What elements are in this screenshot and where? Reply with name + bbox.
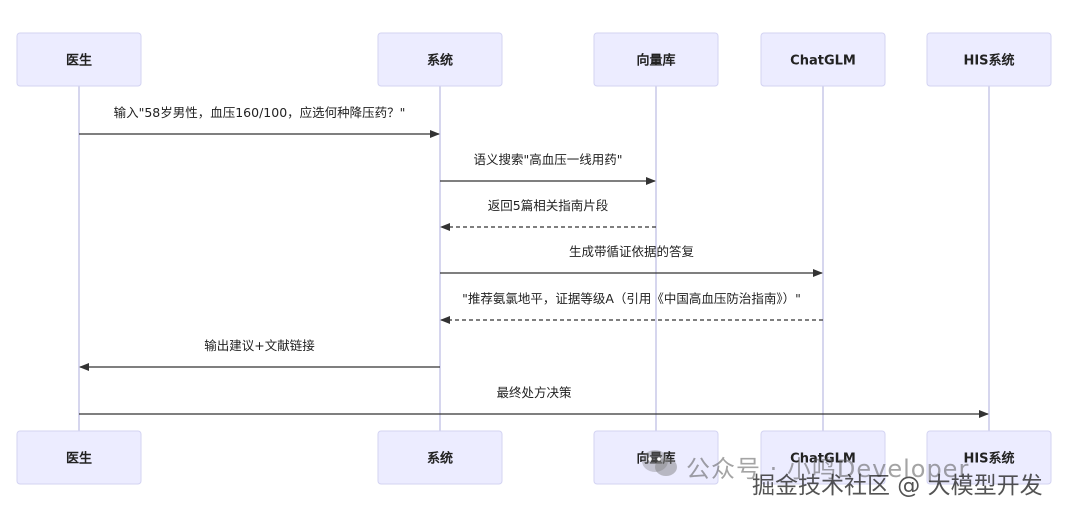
- participant-label: ChatGLM: [790, 452, 856, 467]
- message-label: 返回5篇相关指南片段: [488, 198, 608, 213]
- watermark-line2: 掘金技术社区 @ 大模型开发: [752, 473, 1043, 499]
- message-label: "推荐氨氯地平，证据等级A（引用《中国高血压防治指南》）": [462, 291, 801, 306]
- message-label: 最终处方决策: [496, 385, 572, 400]
- participant-label: 系统: [427, 53, 453, 69]
- participant-label: 医生: [66, 53, 92, 69]
- participant-box: [926, 32, 1052, 87]
- participant-label: HIS系统: [963, 53, 1014, 69]
- message-3: 返回5篇相关指南片段: [440, 198, 656, 231]
- message-4: 生成带循证依据的答复: [440, 244, 823, 277]
- watermark-line1: 公众号 · 小鸣Developer: [686, 455, 970, 483]
- participant-system-bottom: 系统: [377, 430, 503, 485]
- message-7: 最终处方决策: [79, 385, 989, 418]
- message-1: 输入"58岁男性，血压160/100，应选何种降压药？": [79, 105, 440, 138]
- participant-box: [760, 32, 886, 87]
- participant-label: 系统: [427, 451, 453, 467]
- participant-label: 向量库: [636, 53, 675, 69]
- participant-label: ChatGLM: [790, 54, 856, 69]
- message-label: 输入"58岁男性，血压160/100，应选何种降压药？": [114, 105, 406, 120]
- participant-chatglm-bottom: ChatGLM: [760, 430, 886, 485]
- participant-box: [593, 32, 719, 87]
- participant-box: [760, 430, 886, 485]
- participant-box: [16, 430, 142, 485]
- participant-his-bottom: HIS系统: [926, 430, 1052, 485]
- participant-doctor-top: 医生: [16, 32, 142, 87]
- message-label: 输出建议+文献链接: [204, 338, 315, 353]
- participant-vectordb-top: 向量库: [593, 32, 719, 87]
- participant-label: 医生: [66, 451, 92, 467]
- participant-label: 向量库: [636, 451, 675, 467]
- participant-box: [377, 32, 503, 87]
- participant-his-top: HIS系统: [926, 32, 1052, 87]
- message-6: 输出建议+文献链接: [79, 338, 440, 371]
- participant-chatglm-top: ChatGLM: [760, 32, 886, 87]
- wechat-logo-icon: [640, 447, 680, 481]
- participant-box: [926, 430, 1052, 485]
- participant-box: [377, 430, 503, 485]
- participant-system-top: 系统: [377, 32, 503, 87]
- message-5: "推荐氨氯地平，证据等级A（引用《中国高血压防治指南》）": [440, 291, 823, 324]
- participant-doctor-bottom: 医生: [16, 430, 142, 485]
- message-2: 语义搜索"高血压一线用药": [440, 152, 656, 185]
- message-label: 语义搜索"高血压一线用药": [474, 152, 623, 167]
- participant-vectordb-bottom: 向量库: [593, 430, 719, 485]
- participant-box: [16, 32, 142, 87]
- message-label: 生成带循证依据的答复: [569, 244, 695, 259]
- participant-label: HIS系统: [963, 451, 1014, 467]
- participant-box: [593, 430, 719, 485]
